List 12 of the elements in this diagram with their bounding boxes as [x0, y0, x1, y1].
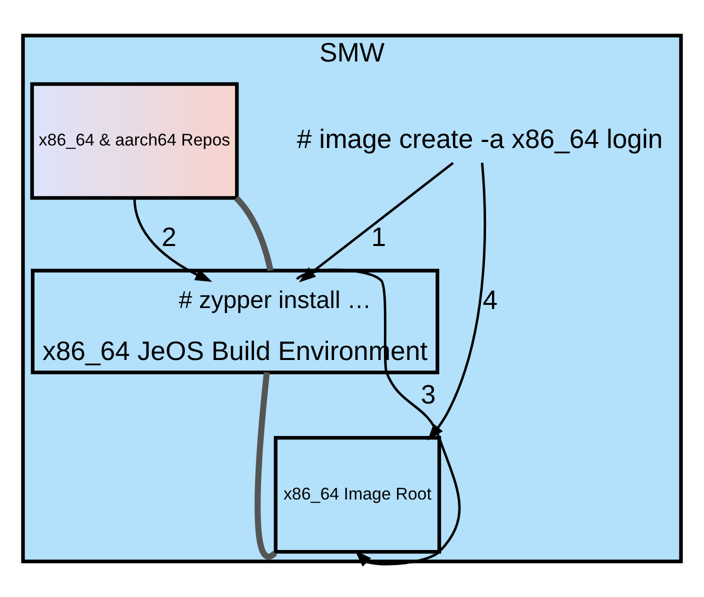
edge-label: 1 — [371, 222, 386, 252]
arrow — [296, 268, 461, 567]
node-box: x86_64 Image Root — [274, 436, 442, 554]
edge-label: 4 — [482, 284, 498, 315]
node-text: # zypper install … — [178, 287, 372, 314]
arrow — [133, 198, 212, 282]
edge-label: 3 — [420, 379, 436, 410]
connector — [234, 196, 274, 272]
connector — [254, 372, 277, 560]
node-box: x86_64 & aarch64 Repos — [30, 82, 239, 200]
edge-label: 2 — [162, 222, 176, 252]
node-text: # image create -a x86_64 login — [296, 124, 663, 154]
